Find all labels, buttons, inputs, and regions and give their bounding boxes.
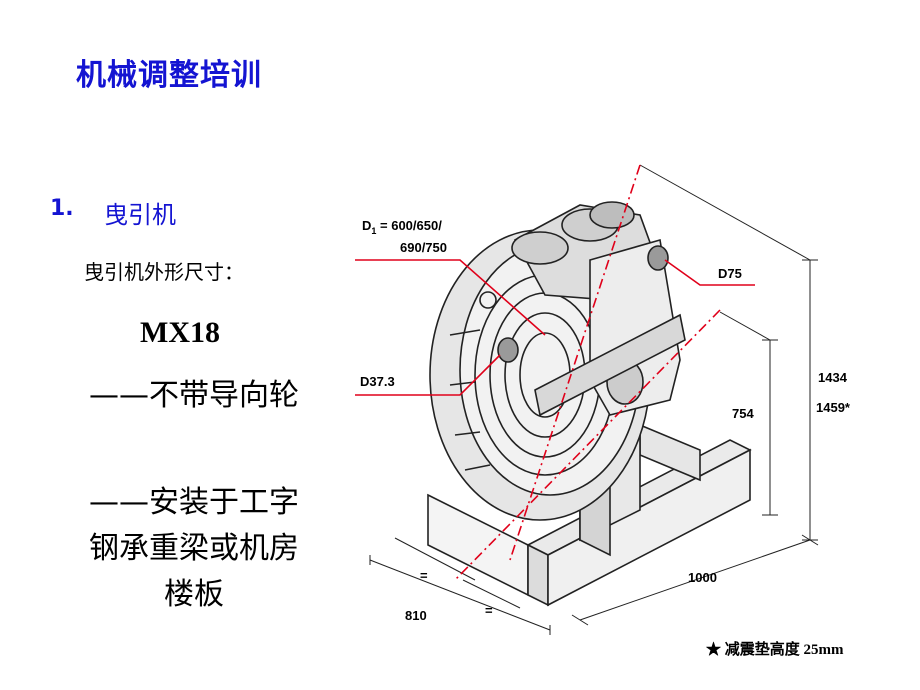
model-name: MX18: [140, 316, 220, 349]
d75-label: D75: [718, 266, 742, 281]
dim-754: 754: [732, 406, 754, 421]
dim-1434: 1434: [818, 370, 848, 385]
dim-1000: 1000: [688, 570, 717, 585]
traction-machine-drawing: D1 = 600/650/ 690/750 D75 D37.3 1434 145…: [355, 164, 851, 635]
d1-label: D1 = 600/650/: [362, 218, 442, 236]
d37-label: D37.3: [360, 374, 395, 389]
damper-height-note: ★ 减震垫高度 25mm: [706, 642, 844, 658]
d1-label-cont: 690/750: [400, 240, 447, 255]
subtitle: 曳引机外形尺寸：: [84, 260, 244, 284]
page-title: 机械调整培训: [76, 58, 262, 93]
dim-1459: 1459*: [816, 400, 851, 415]
dim-equal-left: =: [420, 568, 428, 583]
dim-equal-right: =: [485, 603, 493, 618]
dim-810: 810: [405, 608, 427, 623]
description-no-guide-wheel: ——不带导向轮: [89, 378, 299, 413]
section-number: 1.: [50, 196, 74, 221]
description-installation: ——安装于工字钢承重梁或机房楼板: [89, 485, 299, 612]
section-title: 曳引机: [104, 201, 176, 229]
